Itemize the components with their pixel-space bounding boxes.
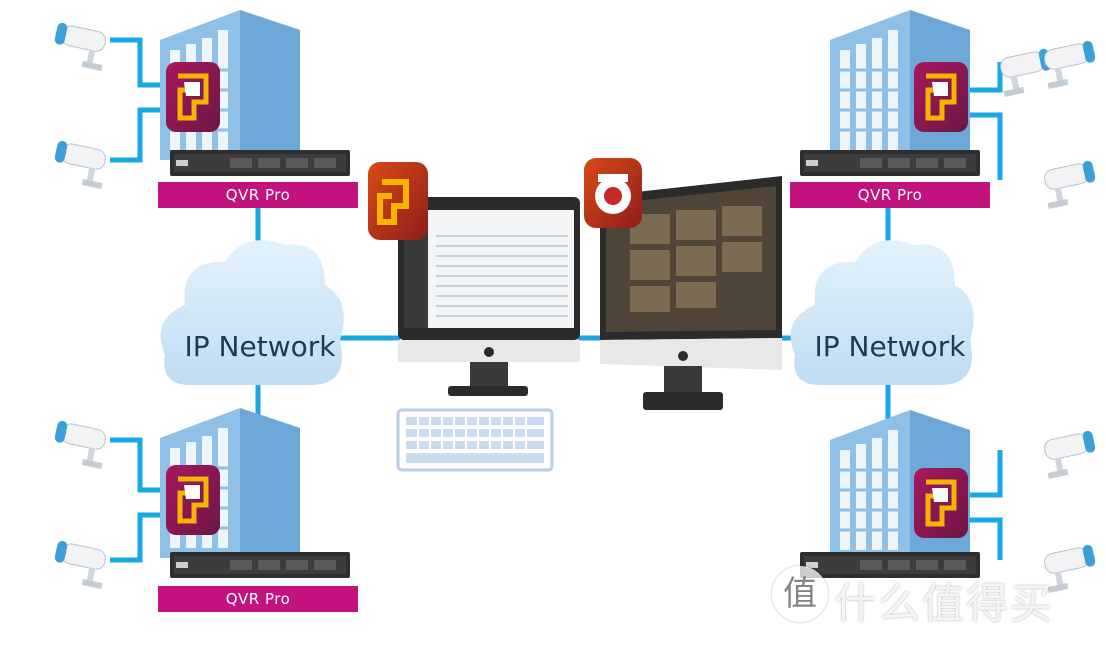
qvr-pro-app-icon	[166, 62, 220, 132]
ip-camera-icon	[49, 139, 110, 190]
ip-camera-icon	[49, 21, 110, 72]
nas-server-icon	[170, 150, 350, 176]
ip-camera-icon	[1040, 39, 1101, 90]
site-bottom-left	[49, 406, 350, 590]
ip-network-label-left: IP Network	[184, 330, 336, 363]
site-bottom-right	[800, 408, 980, 578]
cloud-right-shape	[790, 240, 974, 385]
ip-camera-icon	[49, 539, 110, 590]
ip-network-label-right: IP Network	[814, 330, 966, 363]
cloud-left-shape	[160, 240, 344, 385]
site-top-left	[49, 8, 350, 190]
qvr-pro-app-icon	[914, 468, 968, 538]
qvr-pro-app-icon	[914, 62, 968, 132]
monitor-right	[584, 158, 782, 410]
qvr-pro-app-icon	[166, 465, 220, 535]
ip-camera-icon	[1040, 159, 1101, 210]
right-cameras	[1040, 39, 1101, 594]
nas-server-icon	[800, 150, 980, 176]
nas-server-icon	[170, 552, 350, 578]
qvr-pro-label-bottom-left: QVR Pro	[158, 586, 358, 612]
ip-camera-icon	[1040, 429, 1101, 480]
watermark: 值 什么值得买	[772, 566, 1102, 628]
watermark-text: 什么值得买	[834, 579, 1055, 628]
qvr-pro-client-icon	[368, 162, 428, 240]
ip-camera-icon	[49, 419, 110, 470]
surveillance-client-icon	[584, 158, 642, 228]
qvr-pro-label-top-left: QVR Pro	[158, 182, 358, 208]
qvr-pro-label-top-right: QVR Pro	[790, 182, 990, 208]
site-top-right	[800, 8, 1057, 176]
monitor-left	[368, 162, 580, 396]
keyboard-icon	[396, 408, 554, 472]
watermark-logo-icon: 值	[772, 566, 828, 622]
